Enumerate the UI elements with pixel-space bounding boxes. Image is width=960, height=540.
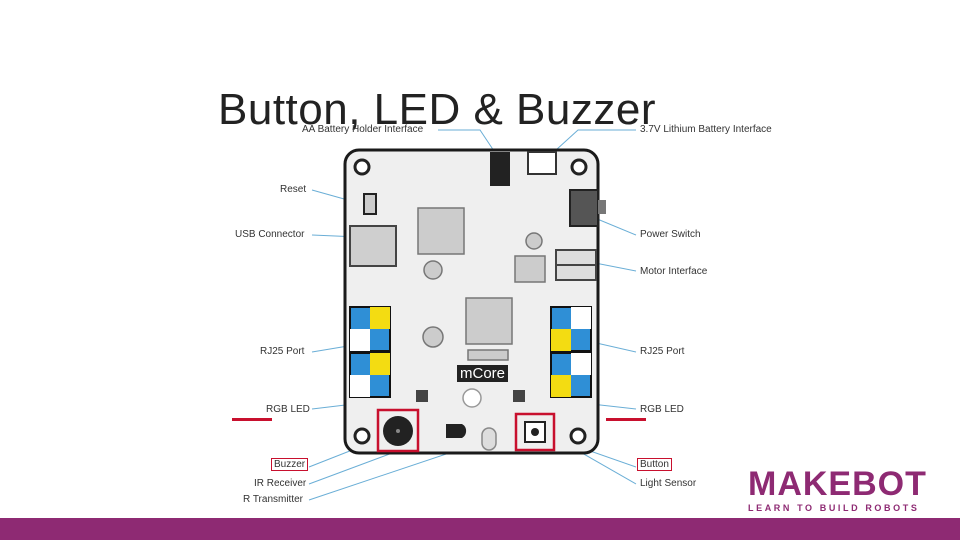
label-power-switch: Power Switch <box>640 229 701 240</box>
ir-transmitter-shape <box>481 427 497 451</box>
rj25-right-ports <box>550 306 592 398</box>
label-light-sensor: Light Sensor <box>640 478 697 489</box>
label-buzzer: Buzzer <box>271 458 309 471</box>
label-motor: Motor Interface <box>640 266 708 277</box>
power-switch-shape <box>569 189 599 227</box>
label-ir-receiver: IR Receiver <box>254 478 307 489</box>
aa-battery-connector <box>490 152 510 186</box>
mounting-holes <box>353 158 588 445</box>
label-button: Button <box>637 458 672 471</box>
label-rgb-led-left: RGB LED <box>266 404 310 415</box>
rgb-led-right-marker <box>606 418 646 421</box>
label-lithium: 3.7V Lithium Battery Interface <box>640 124 772 135</box>
rj25-left-ports <box>349 306 391 398</box>
ir-receiver-shape <box>446 424 467 438</box>
rgb-led-right-shape <box>513 390 525 402</box>
rgb-led-left-marker <box>232 418 272 421</box>
buzzer-highlight <box>376 408 420 453</box>
label-usb: USB Connector <box>235 229 305 240</box>
label-aa-battery: AA Battery Holder Interface <box>302 124 424 135</box>
brand-tagline: LEARN TO BUILD ROBOTS <box>748 503 920 513</box>
brand-logo: MAKEBOT LEARN TO BUILD ROBOTS <box>748 466 948 513</box>
label-ir-transmitter: R Transmitter <box>243 494 304 505</box>
lithium-battery-connector <box>527 151 557 175</box>
label-rgb-led-right: RGB LED <box>640 404 684 415</box>
bottom-accent-bar <box>0 518 960 540</box>
light-sensor-shape <box>462 388 482 408</box>
label-rj25-right: RJ25 Port <box>640 346 685 357</box>
board-name: mCore <box>457 365 509 382</box>
button-highlight <box>514 412 556 452</box>
rgb-led-left-shape <box>416 390 428 402</box>
brand-name: MAKEBOT <box>748 465 927 503</box>
label-reset: Reset <box>280 184 307 195</box>
label-rj25-left: RJ25 Port <box>260 346 305 357</box>
usb-connector-shape <box>349 225 397 267</box>
slide-title: Button, LED & Buzzer <box>218 85 656 135</box>
reset-button-shape <box>363 193 377 215</box>
